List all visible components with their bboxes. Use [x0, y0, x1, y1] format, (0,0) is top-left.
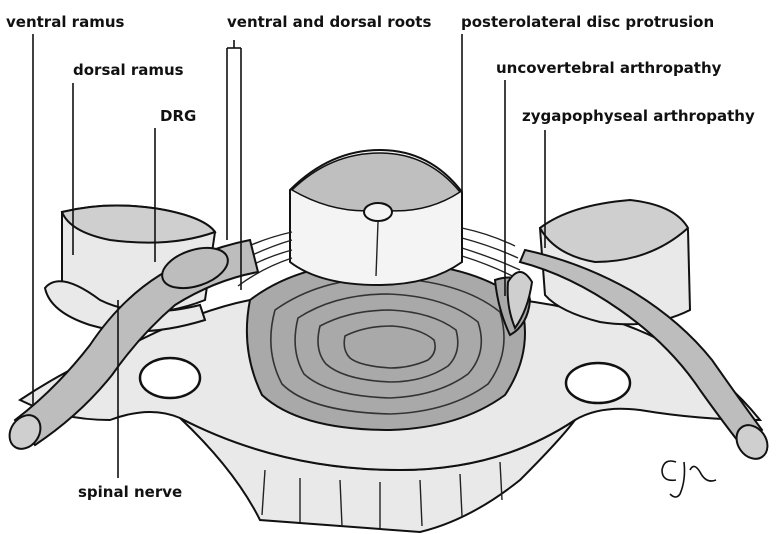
label-ventral-and-dorsal-roots: ventral and dorsal roots	[227, 13, 431, 31]
intervertebral-disc	[247, 262, 525, 430]
label-spinal-nerve: spinal nerve	[78, 483, 182, 501]
left-transverse-foramen	[140, 358, 200, 398]
right-transverse-foramen	[566, 363, 630, 403]
label-drg: DRG	[160, 107, 196, 125]
central-canal	[364, 203, 392, 221]
right-nerve-roots	[462, 228, 520, 280]
label-dorsal-ramus: dorsal ramus	[73, 61, 184, 79]
artist-signature	[662, 461, 716, 497]
label-uncovertebral-arthropathy: uncovertebral arthropathy	[496, 59, 722, 77]
label-ventral-ramus: ventral ramus	[6, 13, 125, 31]
label-zygapophyseal-arthropathy: zygapophyseal arthropathy	[522, 107, 755, 125]
label-posterolateral-disc-protrusion: posterolateral disc protrusion	[461, 13, 714, 31]
